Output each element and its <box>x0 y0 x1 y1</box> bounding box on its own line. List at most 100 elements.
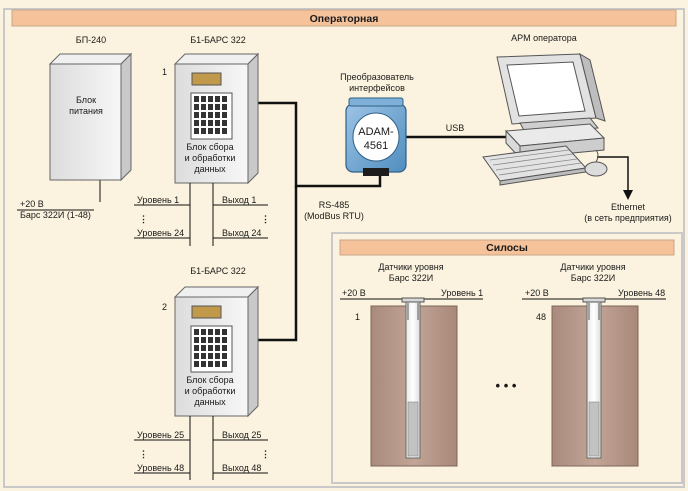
controller-2-io <box>134 416 268 480</box>
controller-2: Б1-БАРС 322 2 Блок сбора и обработки дан… <box>162 266 260 418</box>
keypad-key <box>215 345 220 351</box>
keypad-key <box>215 329 220 335</box>
controller-2-output-first: Выход 25 <box>222 430 261 440</box>
controller-1-input-first: Уровень 1 <box>137 195 179 205</box>
power-supply-label-2: питания <box>69 106 103 116</box>
converter-title-1: Преобразователь <box>340 72 414 82</box>
keypad-key <box>208 361 213 367</box>
ethernet-label-2: (в сеть предприятия) <box>584 213 672 223</box>
keypad-key <box>194 337 199 343</box>
silo-48-level: Уровень 48 <box>618 288 665 298</box>
controller-2-keypad <box>190 325 233 373</box>
operator-room-frame: Операторная <box>3 8 685 488</box>
silos-ellipsis: • • • <box>496 378 517 393</box>
controller-2-output-dots: ⋮ <box>261 449 270 459</box>
power-supply-model: БП-240 <box>76 35 106 45</box>
controller-2-model: Б1-БАРС 322 <box>190 266 246 276</box>
keypad-key <box>201 337 206 343</box>
silos-panel-title: Силосы <box>486 242 528 254</box>
controller-2-input-first: Уровень 25 <box>137 430 184 440</box>
controller-1-label-1: Блок сбора <box>186 142 233 152</box>
keypad-key <box>194 112 199 118</box>
keypad-key <box>194 120 199 126</box>
power-supply-label-1: Блок <box>76 95 96 105</box>
power-output-label-1: +20 В <box>20 199 44 209</box>
keypad-key <box>208 128 213 134</box>
controller-1: Б1-БАРС 322 1 Блок сбора и обработки дан… <box>162 35 260 185</box>
bus-label-1: RS-485 <box>319 200 350 210</box>
keypad-key <box>201 112 206 118</box>
controller-2-display <box>191 305 222 319</box>
keypad-key <box>194 345 199 351</box>
keypad-key <box>222 128 227 134</box>
keypad-key <box>208 353 213 359</box>
keypad-key <box>222 120 227 126</box>
keypad-key <box>208 104 213 110</box>
controller-1-output-dots: ⋮ <box>261 214 270 224</box>
silo-48-power: +20 В <box>525 288 549 298</box>
controller-2-input-dots: ⋮ <box>139 449 148 459</box>
silo-48: Датчики уровня Барс 322И +20 В Уровень 4… <box>522 262 666 467</box>
converter-title-2: интерфейсов <box>349 83 405 93</box>
controller-2-label-2: и обработки <box>185 386 236 396</box>
keypad-key <box>222 329 227 335</box>
converter-device: ADAM- 4561 <box>345 97 407 176</box>
controller-1-label-3: данных <box>194 164 226 174</box>
keypad-key <box>201 353 206 359</box>
keyboard-icon <box>482 145 587 186</box>
keypad-key <box>194 353 199 359</box>
keypad-key <box>215 120 220 126</box>
silo-48-number: 48 <box>536 312 546 322</box>
keypad-key <box>215 128 220 134</box>
keypad-key <box>201 104 206 110</box>
silo-48-sensor-1: Датчики уровня <box>560 262 625 272</box>
mouse-icon <box>584 149 608 177</box>
power-output-label-2: Барс 322И (1-48) <box>20 210 91 220</box>
keypad-key <box>215 104 220 110</box>
keypad-key <box>215 112 220 118</box>
silo-1: Датчики уровня Барс 322И +20 В Уровень 1… <box>340 262 483 467</box>
keypad-key <box>201 96 206 102</box>
keypad-key <box>201 329 206 335</box>
silo-1-level: Уровень 1 <box>441 288 483 298</box>
controller-2-output-last: Выход 48 <box>222 463 261 473</box>
ethernet-arrow <box>623 190 633 200</box>
ethernet-label-1: Ethernet <box>611 202 646 212</box>
converter-model-1: ADAM- <box>358 126 394 138</box>
keypad-key <box>215 353 220 359</box>
workstation-title: АРМ оператора <box>511 33 577 43</box>
controller-1-input-dots: ⋮ <box>139 214 148 224</box>
keypad-key <box>194 329 199 335</box>
keypad-key <box>194 128 199 134</box>
controller-2-input-last: Уровень 48 <box>137 463 184 473</box>
controller-1-number: 1 <box>162 67 167 77</box>
bus-label-2: (ModBus RTU) <box>304 211 364 221</box>
controller-2-label-3: данных <box>194 397 226 407</box>
keypad-key <box>222 353 227 359</box>
keypad-key <box>194 361 199 367</box>
keypad-key <box>208 112 213 118</box>
silo-1-sensor-1: Датчики уровня <box>378 262 443 272</box>
keypad-key <box>222 112 227 118</box>
keypad-key <box>194 104 199 110</box>
controller-1-display <box>191 72 222 86</box>
wiring <box>99 101 629 342</box>
silo-1-sensor-2: Барс 322И <box>389 273 433 283</box>
controller-1-model: Б1-БАРС 322 <box>190 35 246 45</box>
keypad-key <box>222 345 227 351</box>
controller-1-input-last: Уровень 24 <box>137 228 184 238</box>
keypad-key <box>222 337 227 343</box>
ethernet-cable <box>597 156 629 192</box>
keypad-key <box>201 120 206 126</box>
keypad-key <box>208 345 213 351</box>
keypad-key <box>201 361 206 367</box>
keypad-key <box>208 96 213 102</box>
silo-48-sensor-2: Барс 322И <box>571 273 615 283</box>
controller-1-label-2: и обработки <box>185 153 236 163</box>
controller-1-io <box>134 183 268 246</box>
controller-1-output-last: Выход 24 <box>222 228 261 238</box>
keypad-key <box>208 329 213 335</box>
controller2-bus-wire <box>255 186 298 342</box>
keypad-key <box>208 337 213 343</box>
